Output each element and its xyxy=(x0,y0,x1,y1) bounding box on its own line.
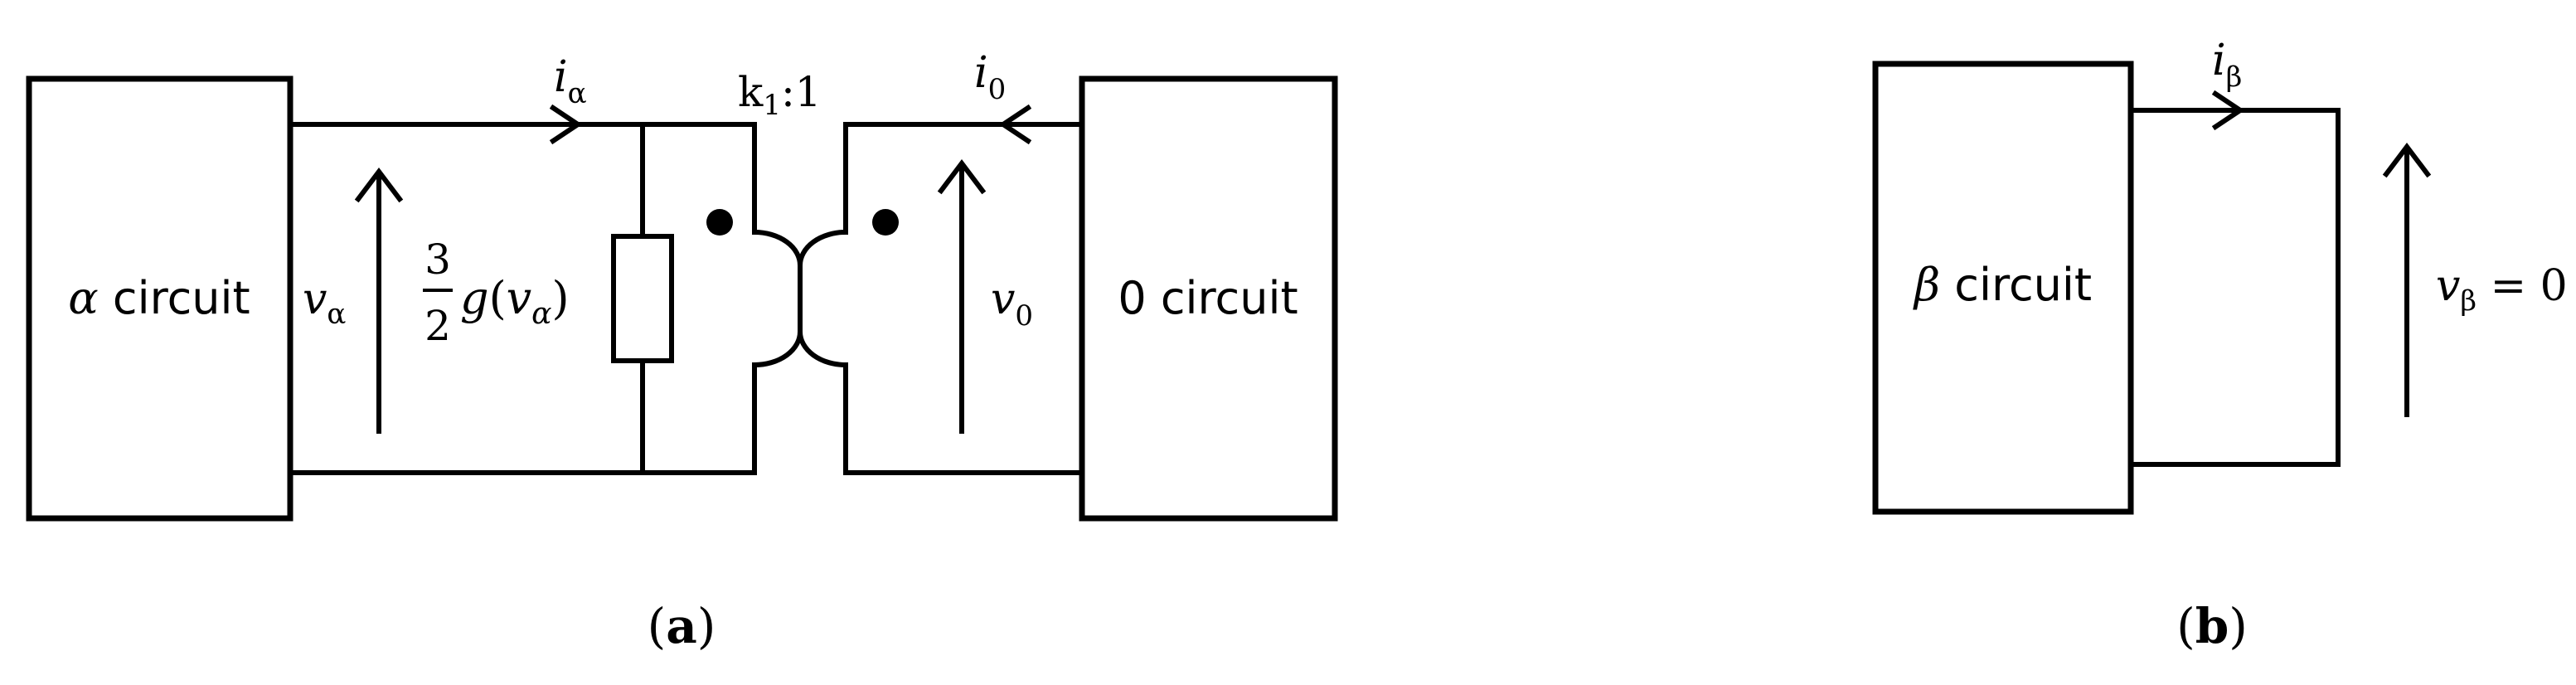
current-beta-arrow xyxy=(2211,90,2245,131)
alpha-circuit-label: α circuit xyxy=(68,272,250,324)
current-beta-label: iβ xyxy=(2212,36,2242,94)
current-zero-arrow xyxy=(998,104,1032,145)
voltage-zero-label: v0 xyxy=(991,274,1033,333)
conductance-resistor xyxy=(611,234,674,363)
panel-a-wires xyxy=(288,122,1084,475)
panel-a-caption: (a) xyxy=(648,598,716,654)
beta-circuit-label: β circuit xyxy=(1913,259,2092,311)
conductance-expression: 3 2 g(vα) xyxy=(423,236,570,350)
left-coil xyxy=(751,229,803,368)
ideal-transformer xyxy=(706,209,899,368)
right-coil xyxy=(798,229,849,368)
voltage-alpha-label: vα xyxy=(303,274,346,331)
voltage-alpha-arrow xyxy=(354,168,404,434)
panel-b: β circuit iβ vβ = 0 (b) xyxy=(1872,36,2568,654)
fraction-numerator: 3 xyxy=(424,236,451,284)
voltage-zero-arrow xyxy=(937,159,987,434)
panel-b-caption: (b) xyxy=(2176,598,2248,654)
voltage-beta-label: vβ = 0 xyxy=(2436,261,2568,318)
turns-ratio-label: k1:1 xyxy=(738,68,822,122)
current-zero-label: i0 xyxy=(974,48,1006,106)
current-alpha-label: iα xyxy=(554,52,587,110)
left-dot-marker xyxy=(706,209,733,236)
beta-circuit-block xyxy=(1872,61,2134,515)
zero-circuit-label: 0 circuit xyxy=(1118,272,1298,324)
zero-circuit-block xyxy=(1079,75,1338,522)
fraction-denominator: 2 xyxy=(424,302,451,350)
current-alpha-arrow xyxy=(549,104,583,145)
right-dot-marker xyxy=(872,209,899,236)
conductance-function: g(vα) xyxy=(460,272,570,331)
voltage-beta-arrow xyxy=(2382,143,2432,417)
panel-a: α circuit 0 circuit iα i0 k1:1 xyxy=(26,48,1338,654)
alpha-circuit-block xyxy=(26,75,293,522)
